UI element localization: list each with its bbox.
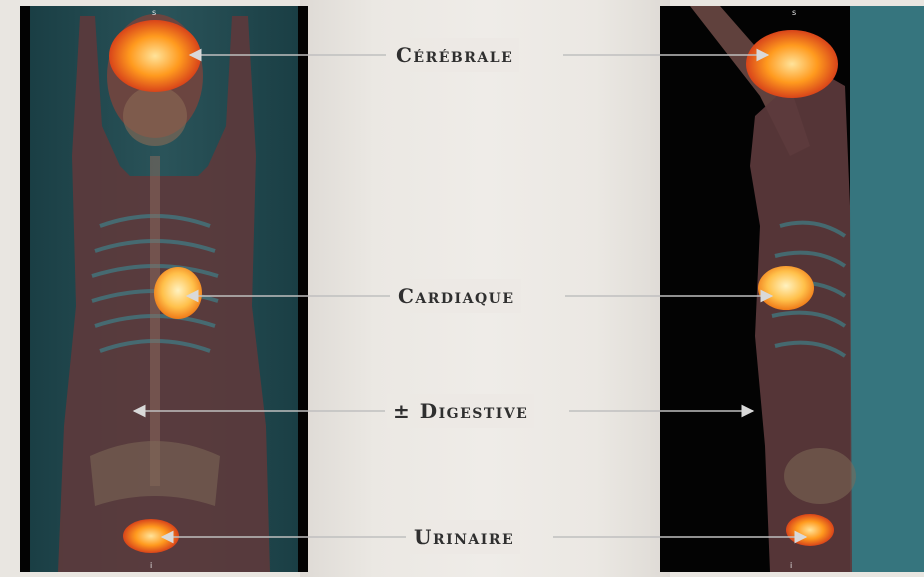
- label-cardiac: Cardiaque: [392, 279, 521, 313]
- label-digestive: ± Digestive: [387, 394, 534, 428]
- label-cerebral: Cérébrale: [390, 38, 519, 72]
- label-urinary: Urinaire: [408, 520, 520, 554]
